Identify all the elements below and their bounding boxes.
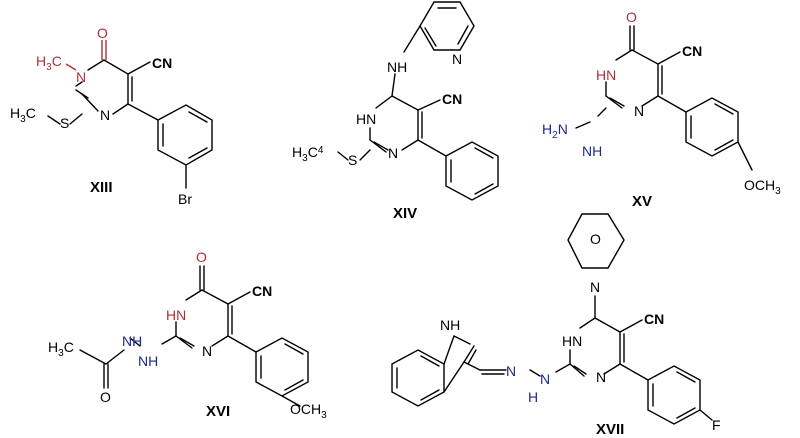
ring-n-label: N [100,107,110,123]
s-label: S [60,115,69,131]
pyridine-n-label: N [452,51,462,67]
fluorine-label: F [712,417,721,433]
h3c-label: H3C [36,53,62,73]
imine-n-label: N [506,363,516,379]
ring-n-label: N [634,103,644,119]
sbu-label: H3C4 [292,144,324,164]
s-label: S [348,152,357,168]
compound-xv: O HN CN H2N NH N OCH3 XV [542,9,781,210]
och3-label: OCH3 [744,177,781,197]
hydrazine-nh-label: NH [582,143,602,159]
n-methyl-label: N [76,69,86,85]
hn-label: HN [562,333,582,349]
compound-xvii: O N NH HN CN N N H N F XVII [391,213,721,438]
hn-label: HN [596,67,616,83]
morpholine-o-label: O [590,231,601,247]
hn-label: HN [356,111,376,127]
hydrazide-nh-bottom: NH [138,353,158,369]
compound-xiv: NH N HN CN H3C4 S N XIV [292,1,499,222]
hydrazine-h2n-label: H2N [542,121,568,141]
indole-nh-label: NH [440,317,460,333]
compound-label-xv: XV [632,193,652,210]
cn-label: CN [682,43,702,59]
cn-label: CN [644,311,664,327]
compound-label-xvii: XVII [596,421,624,438]
morpholine-n-label: N [590,279,600,295]
cn-label: CN [152,55,172,71]
amide-o-label: O [100,389,111,405]
hydrazide-nh-top: NH [122,333,142,349]
ring-n-label: N [202,343,212,359]
compound-xiii: H3C N O CN H3C S N Br XIII [10,25,213,207]
h3c-label: H3C [48,339,74,359]
ring-n-label: N [388,145,398,161]
carbonyl-o-label: O [626,9,637,25]
ring-n-label: N [596,369,606,385]
carbonyl-o-label: O [196,249,207,265]
compound-label-xiii: XIII [90,179,113,196]
compound-label-xiv: XIV [393,205,417,222]
och3-label: OCH3 [290,401,327,421]
hn-label: HN [166,307,186,323]
nh-linker-label: NH [387,59,407,75]
cn-label: CN [442,91,462,107]
sme-label: H3C [10,105,36,125]
hydrazone-h-label: H [528,389,538,405]
compound-label-xvi: XVI [206,403,230,420]
br-label: Br [178,191,192,207]
hydrazone-n-label: N [540,371,550,387]
cn-label: CN [252,283,272,299]
compound-xvi: O HN CN H3C NH NH N O OCH3 XVI [48,249,327,421]
carbonyl-o-label: O [97,25,108,41]
